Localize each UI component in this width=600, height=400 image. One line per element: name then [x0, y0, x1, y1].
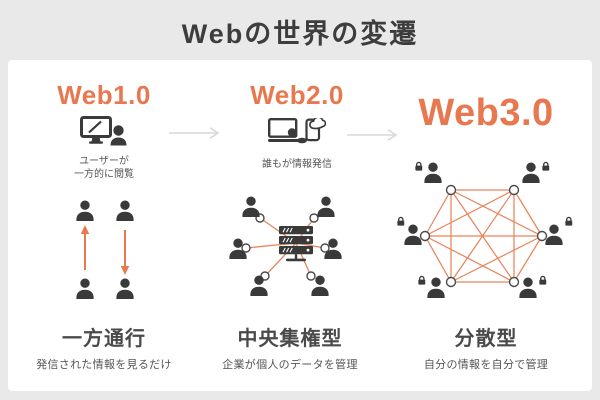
lock-icon	[417, 275, 426, 286]
lock-icon	[414, 161, 423, 172]
web2-icon-caption: 誰もが情報発信	[237, 159, 357, 172]
person-icon	[116, 278, 134, 299]
lock-icon	[396, 216, 405, 227]
web1-heading: Web1.0	[57, 80, 151, 110]
network-nodes	[419, 184, 548, 288]
web1-icon-caption: ユーザーが 一方的に閲覧	[48, 156, 160, 181]
web2-caption: 中央集権型	[237, 328, 343, 350]
web1-description: 発信された情報を見るだけ	[36, 359, 172, 371]
network-nodes	[241, 213, 330, 281]
content-card	[8, 60, 592, 391]
web2-description: 企業が個人のデータを管理	[222, 359, 358, 371]
web1-oneway-diagram	[76, 200, 134, 299]
person-icon	[522, 162, 540, 183]
right-arrow-icon	[347, 129, 398, 141]
down-arrow-icon	[120, 230, 130, 275]
web2-heading: Web2.0	[250, 80, 344, 110]
web3-mesh-diagram	[396, 161, 573, 298]
web2-central-server-diagram	[229, 196, 342, 296]
person-icon	[519, 277, 537, 298]
mesh-links	[424, 189, 543, 283]
web3-description: 自分の情報を自分で管理	[423, 359, 549, 371]
cloud-icon	[309, 118, 326, 130]
right-arrow-icon	[169, 127, 220, 139]
person-icon	[116, 200, 134, 221]
lock-icon	[564, 216, 573, 227]
person-icon	[76, 278, 94, 299]
web3-caption: 分散型	[454, 328, 518, 350]
person-icon	[76, 200, 94, 221]
page-title: Webの世界の変遷	[181, 19, 419, 49]
lock-icon	[538, 275, 547, 286]
lock-icon	[541, 161, 550, 172]
person-icon	[424, 162, 442, 183]
web1-caption: 一方通行	[62, 328, 146, 350]
up-arrow-icon	[80, 225, 90, 270]
web2-icon-caption-line1: 誰もが情報発信	[262, 159, 332, 170]
web1-icon-caption-line2: 一方的に閲覧	[74, 168, 134, 180]
person-icon	[242, 196, 260, 217]
web1-icon-caption-line1: ユーザーが	[79, 156, 129, 167]
person-icon	[545, 224, 563, 245]
person-icon	[427, 277, 445, 298]
person-icon	[404, 224, 422, 245]
laptop-smartphone-cloud-icon	[268, 118, 326, 144]
desktop-user-icon	[80, 116, 127, 146]
person-icon	[317, 196, 335, 217]
web3-heading: Web3.0	[418, 92, 554, 134]
